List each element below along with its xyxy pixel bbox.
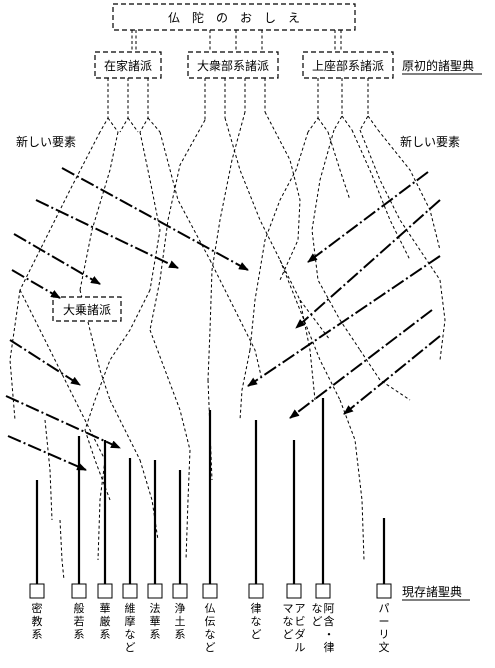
leaf-label-hannya: 般若系 xyxy=(74,602,85,641)
taishubu-box xyxy=(187,51,279,79)
leaf-box-jodo xyxy=(172,583,188,599)
school-branches xyxy=(99,78,379,133)
leaf-label-butsuden: 仏伝など xyxy=(205,602,216,654)
arrow-left-3 xyxy=(13,233,101,285)
arrow-left-7 xyxy=(7,435,87,471)
jozabu-label: 上座部系諸派 xyxy=(312,58,384,73)
arrow-right-2 xyxy=(295,199,441,329)
solid-lineages xyxy=(35,398,386,584)
arrow-right-5 xyxy=(343,335,441,415)
arrow-left-4 xyxy=(11,269,61,299)
leaf-box-butsuden xyxy=(202,583,218,599)
new-elements-left-label: 新しい要素 xyxy=(16,134,76,149)
leaf-label-ritsu: 律など xyxy=(251,602,262,641)
leaf-label-yuima: 維摩など xyxy=(125,602,136,654)
leaf-box-yuima xyxy=(122,583,138,599)
arrow-left-6 xyxy=(5,395,121,449)
leaf-label-pali: パーリ文 xyxy=(379,602,390,654)
leaf-label-kegon: 華厳系 xyxy=(100,602,111,641)
leaf-box-ritsu xyxy=(248,583,264,599)
taishubu-label: 大衆部系諸派 xyxy=(197,58,269,73)
leaf-label-jodo: 浄土系 xyxy=(175,601,186,641)
leaf-box-mikkyo xyxy=(29,583,45,599)
title-text: 仏 陀 の お し え xyxy=(168,10,300,25)
leaf-box-hokke xyxy=(147,583,163,599)
dashed-lineages xyxy=(9,111,446,581)
arrow-right-3 xyxy=(247,255,441,387)
new-elements-right-label: 新しい要素 xyxy=(400,134,460,149)
existing-canon-boxes xyxy=(29,583,392,599)
leaf-label-hokke: 法華系 xyxy=(150,601,161,641)
leaf-box-kegon xyxy=(97,583,113,599)
arrow-left-5 xyxy=(9,339,81,386)
leaf-label-abhidharma: アビダルマなど xyxy=(283,602,306,654)
existing-canon-label: 現存諸聖典 xyxy=(402,584,462,599)
title-connectors xyxy=(131,30,342,52)
arrow-right-1 xyxy=(307,171,429,263)
arrow-right-4 xyxy=(289,309,433,419)
jozabu-box xyxy=(302,51,394,79)
mahayana-label: 大乗諸派 xyxy=(63,302,111,317)
title-box xyxy=(112,3,356,31)
leaf-box-abhidharma xyxy=(286,583,302,599)
arrow-left-2 xyxy=(35,199,179,269)
arrow-left-1 xyxy=(61,167,249,271)
leaf-label-agon: 阿含・律など xyxy=(312,602,335,654)
zaike-label: 在家諸派 xyxy=(104,58,152,73)
leaf-box-pali xyxy=(376,583,392,599)
mahayana-box xyxy=(52,296,122,322)
leaf-box-hannya xyxy=(71,583,87,599)
original-canon-label: 原初的諸聖典 xyxy=(402,58,474,73)
leaf-box-agon xyxy=(315,583,331,599)
leaf-label-mikkyo: 密教系 xyxy=(32,601,43,641)
influence-arrows xyxy=(5,167,441,471)
